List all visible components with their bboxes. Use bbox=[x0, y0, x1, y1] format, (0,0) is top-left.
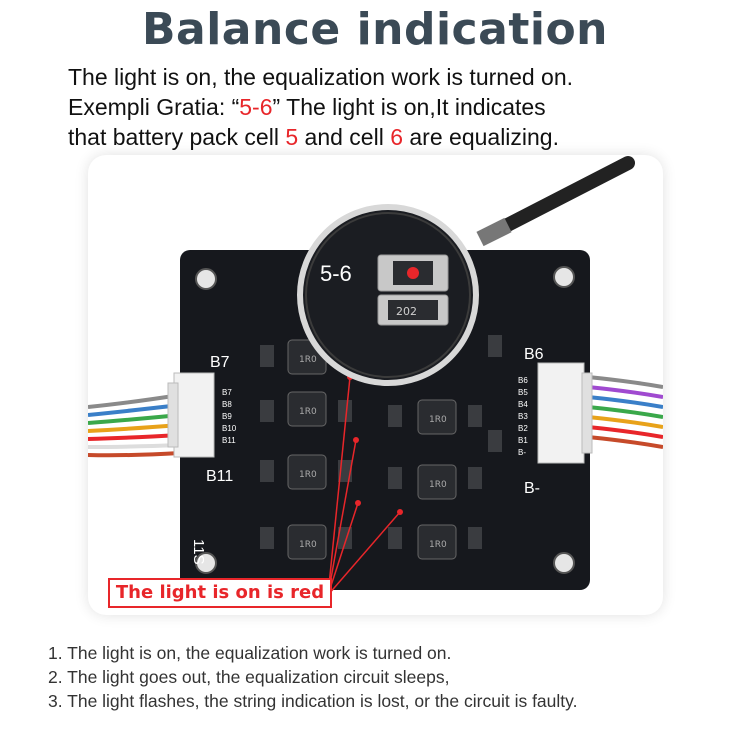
left-pin-b9: B9 bbox=[222, 412, 232, 421]
note-item: 1. The light is on, the equalization wor… bbox=[48, 643, 452, 663]
right-pin-bminus: B- bbox=[518, 448, 526, 457]
left-connector bbox=[173, 372, 215, 458]
left-pin-labels: B7 B8 B9 B10 B11 bbox=[222, 388, 237, 445]
inductor-label-5: 1R0 bbox=[429, 415, 447, 425]
mounting-holes bbox=[195, 266, 575, 574]
right-pin-b5: B5 bbox=[518, 388, 528, 397]
intro-highlight-cells: 5-6 bbox=[239, 94, 273, 120]
right-connector bbox=[537, 362, 585, 464]
red-light-callout: The light is on is red bbox=[108, 578, 332, 608]
inductor-label-3: 1R0 bbox=[299, 470, 317, 480]
magnified-resistor-code: 202 bbox=[396, 305, 417, 318]
left-pin-b10: B10 bbox=[222, 424, 237, 433]
left-pin-b8: B8 bbox=[222, 400, 232, 409]
intro-line-2: Exempli Gratia: “5-6” The light is on,It… bbox=[68, 92, 688, 122]
callout-pointer-lines bbox=[327, 376, 401, 596]
notes-list: 1. The light is on, the equalization wor… bbox=[48, 641, 738, 713]
right-pin-b6: B6 bbox=[518, 376, 528, 385]
right-pin-b3: B3 bbox=[518, 412, 528, 421]
left-bottom-label: B11 bbox=[206, 468, 233, 485]
left-top-label: B7 bbox=[210, 354, 230, 371]
model-label: 11S bbox=[190, 539, 207, 565]
page-title: Balance indication bbox=[142, 4, 608, 55]
intro-cell-a: 5 bbox=[285, 124, 299, 150]
inductor-label-2: 1R0 bbox=[299, 407, 317, 417]
intro-line-1: The light is on, the equalization work i… bbox=[68, 64, 574, 90]
right-top-label: B6 bbox=[524, 346, 544, 363]
intro-cell-b: 6 bbox=[390, 124, 403, 150]
left-wire-bundle bbox=[88, 393, 181, 458]
left-pin-b11: B11 bbox=[222, 436, 236, 445]
balance-board-illustration: B7 B11 B6 B- 11S B7 B8 B9 B10 B11 B6 B5 … bbox=[88, 156, 663, 596]
inductor-label-4: 1R0 bbox=[299, 540, 317, 550]
intro-line-2-suffix: ” The light is on,It indicates bbox=[272, 94, 546, 120]
right-bottom-label: B- bbox=[524, 480, 540, 497]
note-item: 3. The light flashes, the string indicat… bbox=[48, 691, 578, 711]
left-pin-b7: B7 bbox=[222, 388, 232, 397]
intro-line-2-prefix: Exempli Gratia: “ bbox=[68, 94, 240, 120]
inductor-label-6: 1R0 bbox=[429, 480, 447, 490]
inductor-label-7: 1R0 bbox=[429, 540, 447, 550]
magnifier-icon: 202 5-6 bbox=[297, 156, 635, 386]
pcb-board bbox=[180, 250, 590, 590]
intro-line-3-suffix: are equalizing. bbox=[403, 124, 559, 150]
inductor-label-1: 1R0 bbox=[299, 355, 317, 365]
note-item: 2. The light goes out, the equalization … bbox=[48, 667, 450, 687]
right-pin-b4: B4 bbox=[518, 400, 528, 409]
intro-line-3-prefix: that battery pack cell bbox=[68, 124, 286, 150]
right-pin-b1: B1 bbox=[518, 436, 528, 445]
right-wire-bundle bbox=[587, 375, 663, 449]
intro-text: The light is on, the equalization work i… bbox=[68, 62, 688, 152]
board-photo: B7 B11 B6 B- 11S B7 B8 B9 B10 B11 B6 B5 … bbox=[88, 155, 663, 615]
magnified-cell-label: 5-6 bbox=[320, 261, 352, 286]
right-pin-b2: B2 bbox=[518, 424, 528, 433]
inductor-grid: 1R0 1R0 1R0 1R0 1R0 1R0 1R0 bbox=[287, 339, 457, 560]
intro-line-3-mid: and cell bbox=[298, 124, 391, 150]
intro-line-3: that battery pack cell 5 and cell 6 are … bbox=[68, 122, 688, 152]
right-pin-labels: B6 B5 B4 B3 B2 B1 B- bbox=[518, 376, 528, 457]
